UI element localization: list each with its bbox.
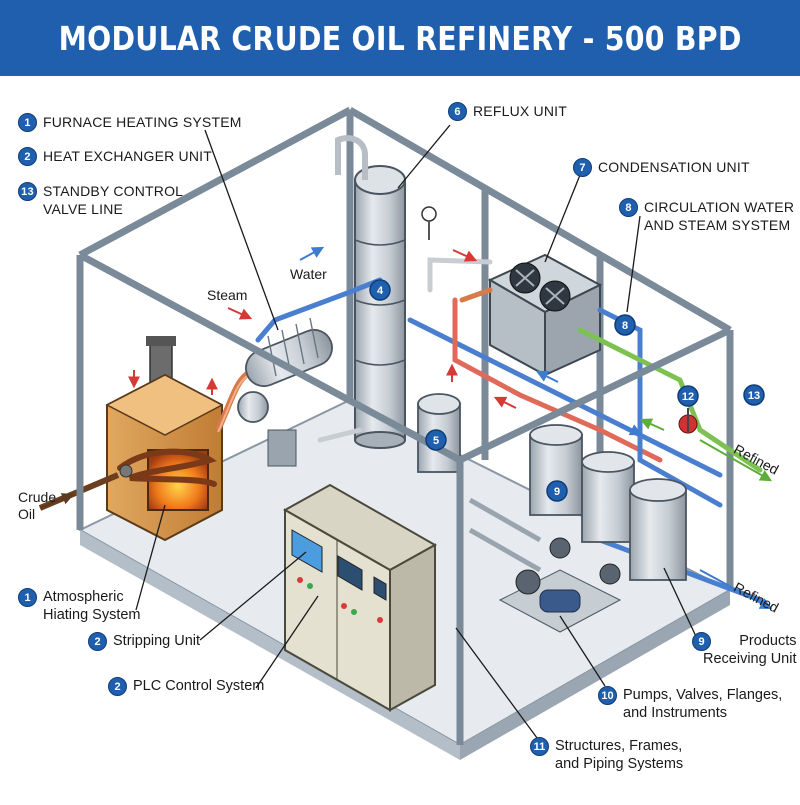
furnace [105, 336, 224, 542]
badge: 10 [598, 686, 617, 705]
page-title: MODULAR CRUDE OIL REFINERY - 500 BPD [58, 18, 742, 58]
plc-cabinet [282, 483, 438, 712]
badge: 6 [448, 102, 467, 121]
refinery-drawing: 4 5 8 9 12 13 [38, 106, 773, 760]
label-text: Stripping Unit [113, 633, 201, 649]
callout-4: 4 [377, 285, 384, 297]
label-text: and Piping Systems [555, 756, 684, 772]
crude-line-2: Oil [18, 506, 36, 522]
label-reflux-unit: 6 REFLUX UNIT [448, 102, 567, 121]
badge: 2 [108, 677, 127, 696]
refinery-illustration: 4 5 8 9 12 13 [0, 76, 800, 800]
label-condensation-unit: 7 CONDENSATION UNIT [573, 158, 750, 177]
label-standby-control-valve-line: 13 STANDBY CONTROL VALVE LINE [18, 182, 183, 218]
crude-line-1: Crude [18, 489, 57, 505]
label-text: CIRCULATION WATER [644, 199, 795, 215]
control-valve [678, 408, 698, 434]
label-text: Atmospheric [43, 589, 124, 605]
flow-label-water: Water [290, 266, 327, 282]
badge: 1 [18, 113, 37, 132]
callout-5: 5 [433, 435, 439, 447]
badge: 1 [18, 588, 37, 607]
badge: 8 [619, 198, 638, 217]
callout-9: 9 [554, 486, 560, 498]
label-text: STANDBY CONTROL [43, 183, 184, 199]
label-text: Hiating System [43, 607, 141, 623]
pumps [468, 497, 622, 633]
callout-8: 8 [622, 320, 628, 332]
label-structures-frames-piping: 11 Structures, Frames, and Piping System… [530, 737, 683, 773]
label-atmospheric-heating-system: 1 Atmospheric Hiating System [18, 588, 141, 624]
label-text: and Instruments [623, 705, 727, 721]
label-text: HEAT EXCHANGER UNIT [43, 148, 212, 164]
label-pumps-valves-flanges: 10 Pumps, Valves, Flanges, and Instrumen… [598, 686, 782, 722]
label-plc-control-system: 2 PLC Control System [108, 677, 264, 696]
label-text: VALVE LINE [43, 201, 124, 217]
flow-label-crude-oil: Crude Oil [18, 489, 56, 523]
label-stripping-unit: 2 Stripping Unit [88, 632, 200, 651]
label-text: CONDENSATION UNIT [598, 159, 750, 175]
callout-12: 12 [682, 391, 694, 403]
label-text: FURNACE HEATING SYSTEM [43, 114, 242, 130]
product-tanks [529, 424, 687, 581]
badge: 2 [18, 147, 37, 166]
label-furnace-heating-system: 1 FURNACE HEATING SYSTEM [18, 113, 242, 132]
condenser [487, 253, 603, 377]
label-circulation-water-steam: 8 CIRCULATION WATER AND STEAM SYSTEM [619, 198, 794, 234]
badge: 11 [530, 737, 549, 756]
badge: 7 [573, 158, 592, 177]
label-text: REFLUX UNIT [473, 103, 567, 119]
title-banner: MODULAR CRUDE OIL REFINERY - 500 BPD [0, 0, 800, 76]
label-text: AND STEAM SYSTEM [644, 217, 791, 233]
label-text: Structures, Frames, [555, 738, 683, 754]
label-text: Receiving Unit [703, 651, 797, 667]
label-text: Products [739, 633, 797, 649]
label-text: Pumps, Valves, Flanges, [623, 687, 783, 703]
label-text: PLC Control System [133, 678, 265, 694]
badge: 13 [18, 182, 37, 201]
label-heat-exchanger-unit: 2 HEAT EXCHANGER UNIT [18, 147, 212, 166]
label-products-receiving-unit: 9 Products Receiving Unit [692, 632, 797, 668]
callout-13: 13 [748, 390, 760, 402]
badge: 9 [692, 632, 711, 651]
flow-label-steam: Steam [207, 287, 248, 303]
callout-badges: 4 5 8 9 12 13 [369, 279, 765, 502]
badge: 2 [88, 632, 107, 651]
distillation-column [335, 135, 437, 449]
